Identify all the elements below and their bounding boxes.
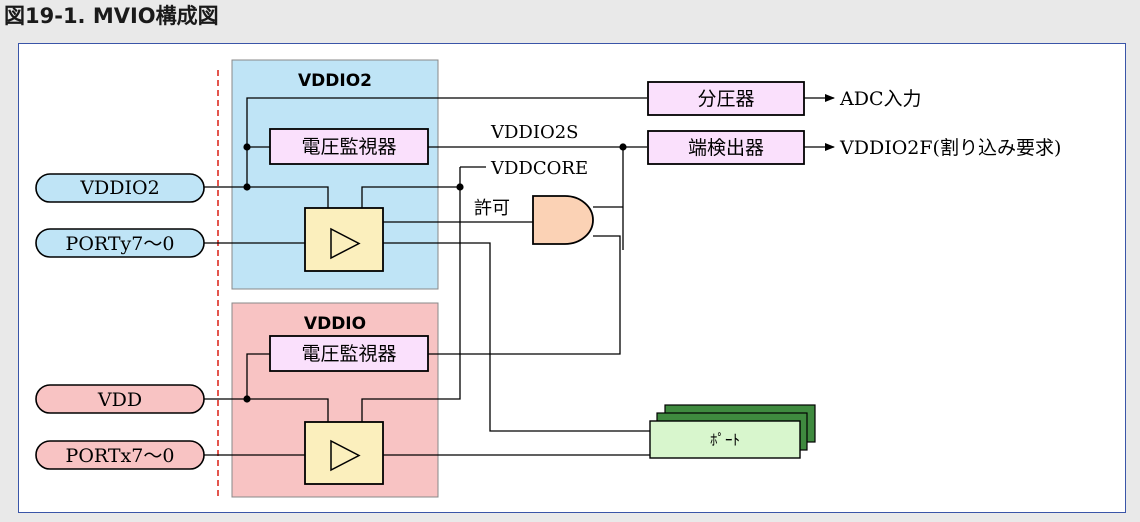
junctions [243, 143, 627, 403]
port-label: ﾎﾟｰﾄ [710, 431, 740, 449]
interrupt-output-label: VDDIO2F(割り込み要求) [839, 137, 1061, 159]
junction-dot [243, 395, 251, 403]
pin-portx-label: PORTx7～0 [66, 445, 175, 467]
pin-vddio2-label: VDDIO2 [79, 177, 159, 199]
edge-detector-block [647, 130, 805, 165]
voltage-monitor-vddio [269, 335, 429, 372]
port-block: ﾎﾟｰﾄ [649, 404, 816, 459]
vddcore-label: VDDCORE [490, 158, 588, 179]
pin-vddio2: VDDIO2 [35, 173, 205, 203]
buffer-triangle-icon [330, 227, 361, 260]
buffer-vddio [304, 421, 384, 485]
voltage-monitor-vddio2-label: 電圧監視器 [301, 136, 396, 158]
voltage-monitor-vddio2 [269, 128, 429, 165]
vddio2s-label: VDDIO2S [490, 122, 579, 143]
pin-porty-label: PORTy7～0 [66, 233, 175, 255]
vddcore-wire-vddio [361, 167, 461, 422]
junction-dot [619, 143, 627, 151]
pin-porty: PORTy7～0 [35, 228, 205, 258]
divider-label: 分圧器 [697, 88, 754, 110]
junction-dot [243, 143, 251, 151]
vddio-domain-label: VDDIO [304, 314, 366, 334]
wire-to-divider [246, 97, 647, 187]
enable-label: 許可 [474, 198, 510, 219]
junction-dot [243, 183, 251, 191]
edge-detector-label: 端検出器 [688, 137, 764, 159]
vdd-to-monitor [246, 353, 270, 399]
buffer-triangle-icon [330, 439, 361, 472]
vddcore-wire-vddio2 [361, 186, 460, 208]
adc-output-label: ADC入力 [839, 88, 922, 110]
pin-vdd-label: VDD [97, 389, 142, 411]
junction-dot [456, 183, 464, 191]
pin-vdd: VDD [35, 384, 205, 414]
porty-to-port-wire [383, 242, 651, 432]
vddio2-domain-label: VDDIO2 [298, 71, 372, 91]
diagram-frame [18, 43, 1126, 513]
buffer-vddio2 [304, 207, 384, 272]
wires [204, 97, 651, 456]
divider-block [647, 81, 805, 116]
and-gate-icon [532, 195, 594, 245]
pin-portx: PORTx7～0 [35, 440, 205, 470]
voltage-monitor-vddio-label: 電圧監視器 [301, 343, 396, 365]
vddio-monitor-wire [428, 235, 621, 355]
figure-title: 図19-1. MVIO構成図 [4, 4, 219, 28]
